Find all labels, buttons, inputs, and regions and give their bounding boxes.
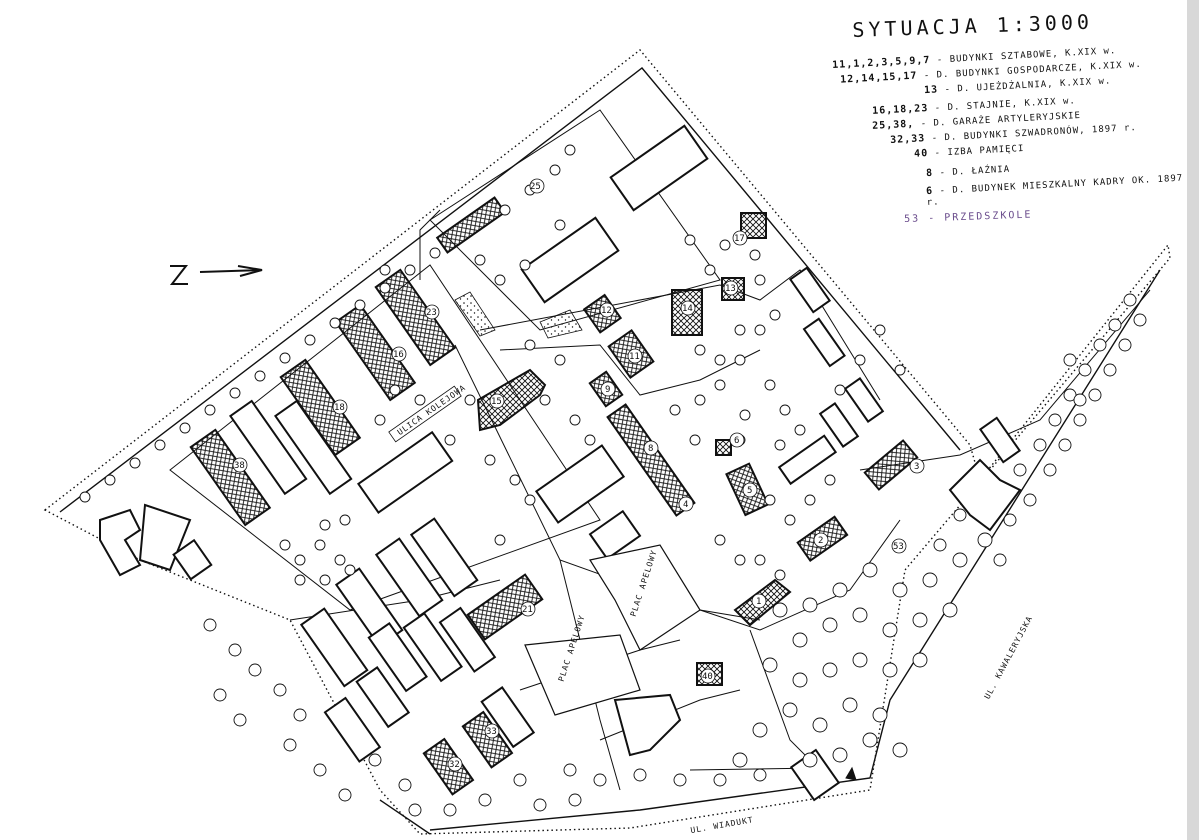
building-number-21: 21 bbox=[522, 605, 533, 615]
street-label-kawaleryjska: UL. KAWALERYJSKA bbox=[983, 614, 1035, 700]
building-number-3: 3 bbox=[914, 462, 919, 472]
building-number-53: 53 bbox=[893, 542, 904, 552]
street-label-kolejowa: ULICA KOLEJOWA bbox=[396, 383, 468, 437]
building-number-12: 12 bbox=[601, 306, 612, 316]
building-number-40: 40 bbox=[702, 672, 713, 682]
building-number-15: 15 bbox=[491, 397, 502, 407]
building-number-13: 13 bbox=[725, 284, 736, 294]
building-number-38: 38 bbox=[234, 461, 245, 471]
legend: 11,1,2,3,5,9,7 - BUDYNKI SZTABOWE, K.XIX… bbox=[832, 46, 1192, 217]
site-boundary bbox=[43, 49, 1171, 835]
trees bbox=[79, 144, 1147, 817]
building-number-5: 5 bbox=[747, 486, 752, 496]
building-number-25: 25 bbox=[530, 182, 541, 192]
north-arrow bbox=[169, 265, 263, 285]
building-number-6: 6 bbox=[734, 436, 739, 446]
plain-buildings bbox=[99, 124, 1022, 802]
building-number-labels: 25 17 13 23 16 18 38 14 12 11 15 9 8 4 5… bbox=[234, 182, 919, 770]
scan-edge bbox=[1187, 0, 1199, 840]
building-number-9: 9 bbox=[605, 385, 610, 395]
building-number-18: 18 bbox=[334, 403, 345, 413]
building-number-17: 17 bbox=[734, 234, 745, 244]
building-number-2: 2 bbox=[818, 536, 823, 546]
street-label-wiadukt: UL. WIADUKT bbox=[690, 815, 755, 835]
building-number-16: 16 bbox=[393, 350, 404, 360]
building-number-4: 4 bbox=[683, 500, 688, 510]
building-numbers bbox=[232, 178, 925, 772]
building-number-14: 14 bbox=[682, 304, 693, 314]
hatched-buildings bbox=[189, 196, 919, 796]
building-number-33: 33 bbox=[486, 727, 497, 737]
building-number-11: 11 bbox=[629, 352, 640, 362]
entrance-marker bbox=[845, 766, 857, 781]
building-number-8: 8 bbox=[648, 444, 653, 454]
building-number-23: 23 bbox=[426, 308, 437, 318]
building-number-32: 32 bbox=[449, 760, 460, 770]
building-number-1: 1 bbox=[756, 597, 761, 607]
dotted-areas bbox=[454, 291, 583, 339]
